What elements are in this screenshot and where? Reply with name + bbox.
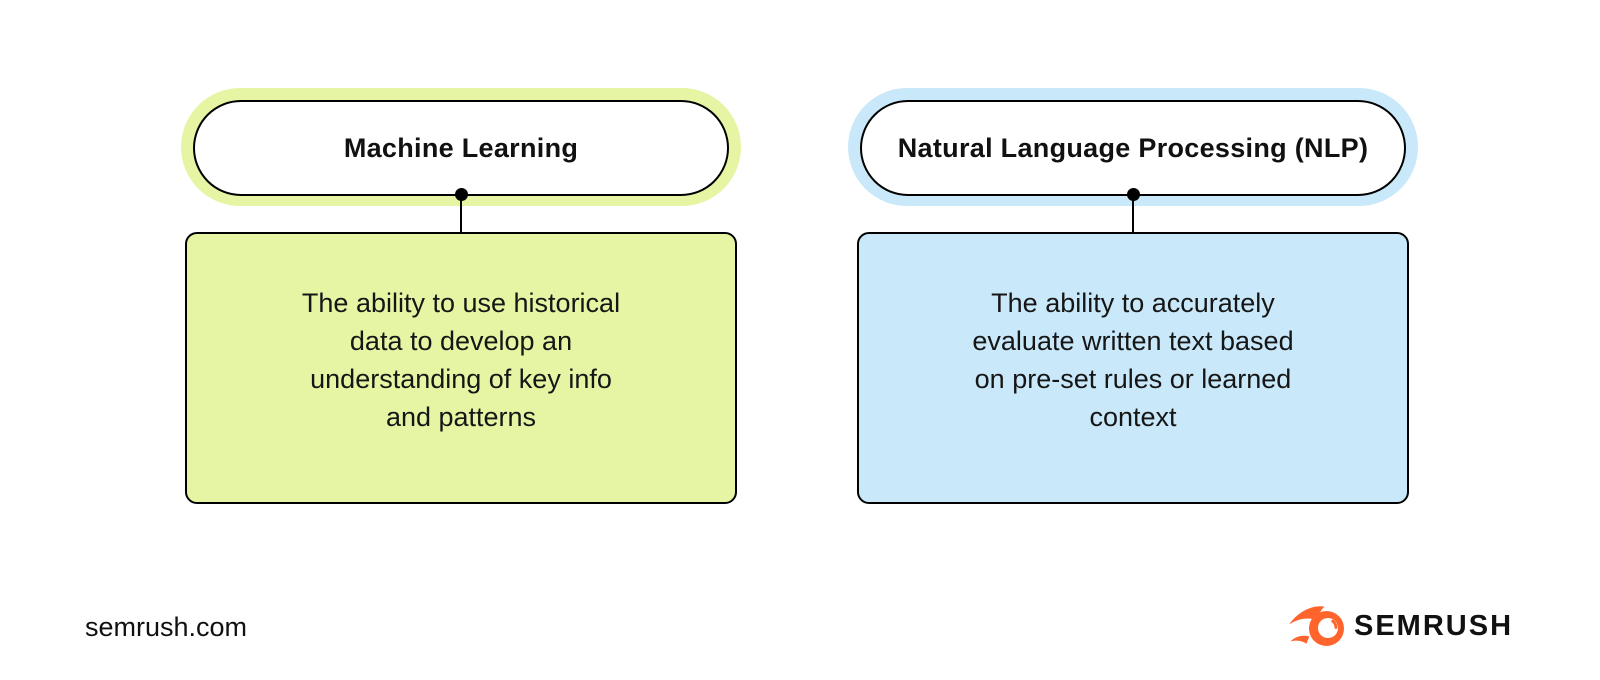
node-title: Natural Language Processing (NLP) [897,132,1369,163]
connector-dot [1126,188,1140,201]
pill-machine-learning: Machine Learning [181,88,741,206]
concept-machine-learning: Machine Learning The ability to use hist… [181,88,741,504]
connector-dot [454,188,468,201]
node-title: Machine Learning [343,132,579,163]
description-text: The ability to accurately evaluate writt… [972,288,1294,432]
description-box-machine-learning: The ability to use historical data to de… [185,232,737,504]
pill-inner: Machine Learning [193,100,729,196]
description-text: The ability to use historical data to de… [301,288,621,432]
pill-inner: Natural Language Processing (NLP) [860,100,1406,196]
semrush-flame-icon [1289,606,1344,646]
description-box-nlp: The ability to accurately evaluate writt… [857,232,1409,504]
connector-line [1132,194,1134,234]
semrush-logo: SEMRUSH [1288,604,1513,648]
connector-line [460,194,462,234]
brand-wordmark: SEMRUSH [1354,609,1514,642]
concept-nlp: Natural Language Processing (NLP) The ab… [848,88,1418,504]
source-url-label: semrush.com [85,612,248,642]
